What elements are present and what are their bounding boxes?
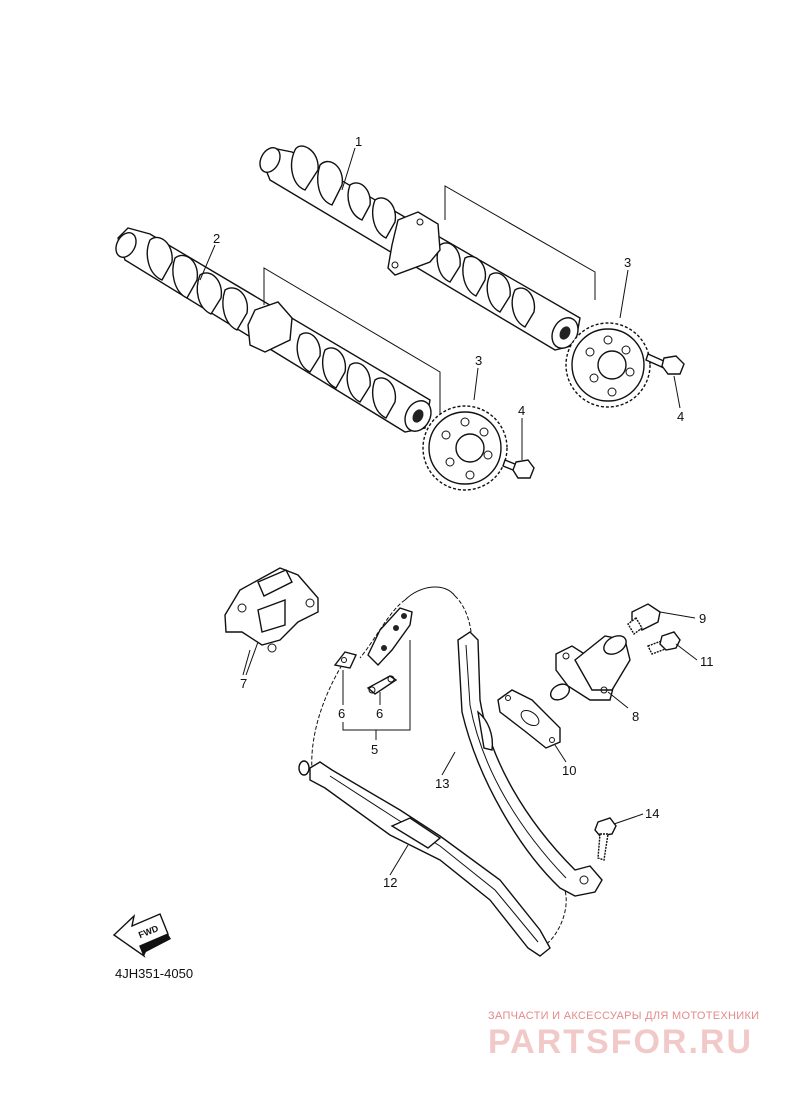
sprocket-bolt-upper [645, 353, 685, 375]
tensioner-mount-bolt [647, 631, 681, 655]
callout-10: 10 [562, 763, 576, 778]
callout-6-right: 6 [376, 706, 383, 721]
callout-6-left: 6 [338, 706, 345, 721]
callout-9: 9 [699, 611, 706, 626]
sprocket-bolt-lower [502, 459, 535, 479]
chain-link-pin [366, 675, 398, 695]
callout-3-lower: 3 [475, 353, 482, 368]
cam-sprocket-upper [565, 322, 651, 408]
callout-8: 8 [632, 709, 639, 724]
chain-link-plate [333, 651, 357, 669]
chain-guide-upper [224, 567, 319, 653]
callout-4-lower: 4 [518, 403, 525, 418]
callout-2: 2 [213, 231, 220, 246]
cam-chain [311, 586, 567, 946]
callout-11: 11 [700, 654, 714, 669]
camshaft-1 [259, 145, 581, 351]
callout-12: 12 [383, 875, 397, 890]
watermark-tagline: ЗАПЧАСТИ И АКСЕССУАРЫ ДЛЯ МОТОТЕХНИКИ [488, 1010, 759, 1022]
callout-14: 14 [645, 806, 659, 821]
chain-tensioner [549, 635, 631, 701]
camshaft-2 [115, 227, 432, 433]
reference-lines-cam [263, 185, 596, 420]
callout-labels: 1 2 3 3 4 4 5 6 6 7 8 9 10 11 12 13 14 [213, 134, 714, 890]
callout-5: 5 [371, 742, 378, 757]
callout-3-upper: 3 [624, 255, 631, 270]
chain-guide-rear [457, 631, 603, 897]
cam-sprocket-lower [422, 405, 508, 491]
callout-13: 13 [435, 776, 449, 791]
tensioner-cap-bolt [627, 603, 661, 636]
tensioner-gasket [497, 689, 561, 749]
watermark-brand: PARTSFOR.RU [488, 1023, 753, 1061]
fwd-arrow-icon: FWD [112, 913, 171, 958]
diagram-code: 4JH351-4050 [115, 966, 193, 981]
chain-joint-link [367, 607, 413, 667]
callout-1: 1 [355, 134, 362, 149]
leader-lines [199, 147, 698, 876]
guide-pivot-bolt [594, 817, 617, 861]
watermark: ЗАПЧАСТИ И АКСЕССУАРЫ ДЛЯ МОТОТЕХНИКИ PA… [488, 1010, 759, 1061]
chain-guide-front [298, 760, 551, 957]
callout-4-upper: 4 [677, 409, 684, 424]
callout-7: 7 [240, 676, 247, 691]
